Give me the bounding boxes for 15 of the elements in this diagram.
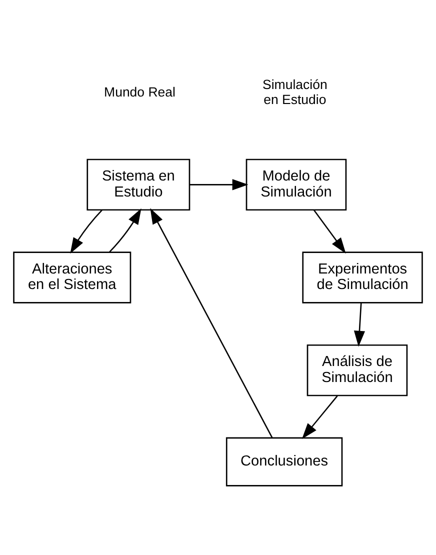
arrow bbox=[190, 179, 248, 190]
arrow bbox=[70, 210, 102, 254]
arrow bbox=[354, 302, 366, 347]
node-box: Experimentos de Simulación bbox=[302, 252, 423, 304]
arrow bbox=[150, 208, 273, 438]
arrow bbox=[109, 208, 142, 252]
label: Mundo Real bbox=[104, 84, 176, 100]
node-box: Modelo de Simulación bbox=[246, 158, 347, 211]
node-box: Sistema en Estudio bbox=[86, 158, 190, 211]
node-box: Análisis de Simulación bbox=[306, 344, 408, 396]
arrow bbox=[302, 396, 338, 440]
node-box: Alteraciones en el Sistema bbox=[13, 252, 132, 304]
label: Simulación en Estudio bbox=[262, 77, 328, 107]
arrow bbox=[313, 210, 346, 254]
node-box: Conclusiones bbox=[226, 437, 343, 486]
